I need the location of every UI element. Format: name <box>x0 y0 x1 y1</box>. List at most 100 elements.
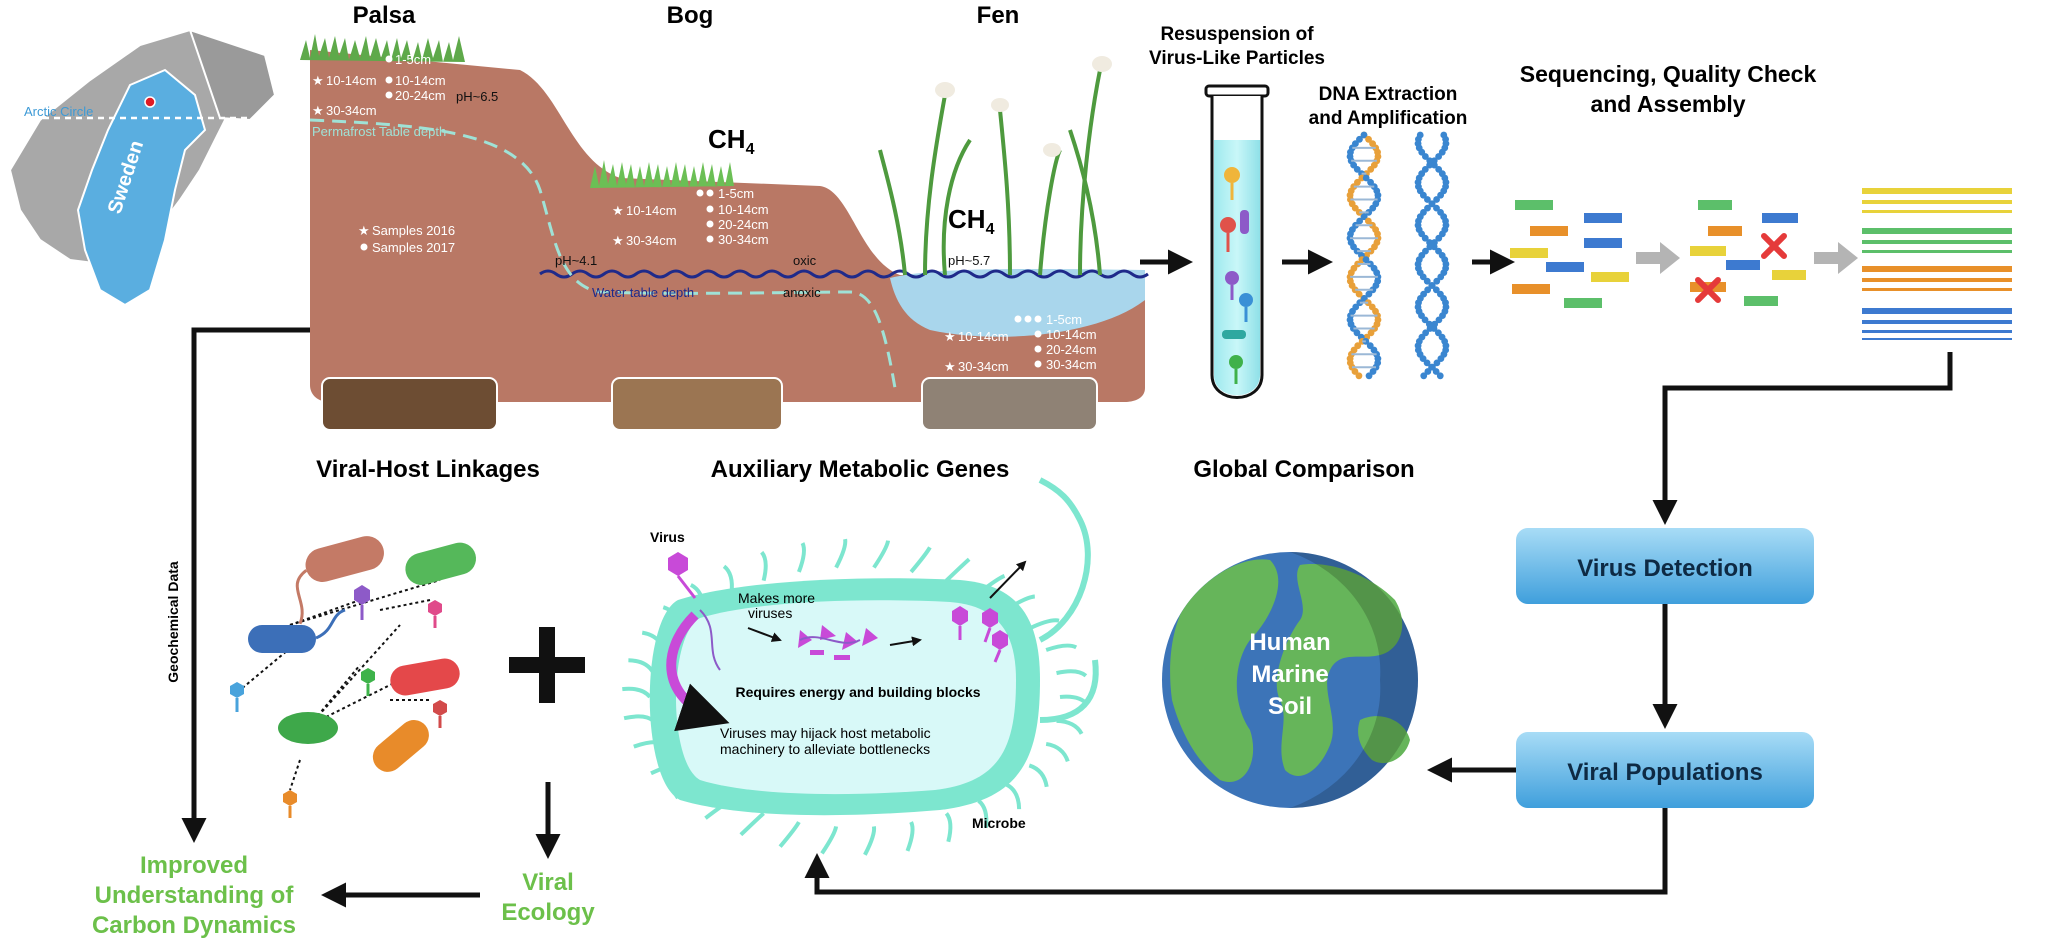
entering-virus-icon <box>668 552 697 599</box>
svg-text:CH4: CH4 <box>948 204 995 238</box>
dna-helix-icon <box>1346 131 1450 380</box>
svg-text:Samples 2017: Samples 2017 <box>372 240 455 255</box>
sequencing-title-1: Sequencing, Quality Check <box>1520 61 1817 87</box>
globe-human: Human <box>1249 629 1330 656</box>
arctic-circle-label: Arctic Circle <box>24 104 93 119</box>
virus-detection-box: Virus Detection <box>1516 528 1814 604</box>
bacterium-green-icon <box>405 542 477 585</box>
test-tube <box>1204 84 1270 399</box>
improved-1: Improved <box>140 852 248 879</box>
resuspension-title-2: Virus-Like Particles <box>1149 48 1325 69</box>
svg-text:Samples 2016: Samples 2016 <box>372 223 455 238</box>
water-wave <box>539 269 1149 279</box>
assembled-contigs-icon <box>1862 188 2012 340</box>
bog-ph: pH~4.1 <box>555 253 597 268</box>
star-icon: ★ <box>612 233 624 248</box>
star-icon: ★ <box>358 223 370 238</box>
svg-text:30-34cm: 30-34cm <box>718 232 769 247</box>
flow-to-detection-arrow <box>1652 352 1953 525</box>
amg-title: Auxiliary Metabolic Genes <box>711 456 1010 483</box>
mature-arrow <box>889 636 922 647</box>
phage-icons <box>230 585 447 818</box>
hijack-arrow <box>666 611 730 732</box>
reject-x-icon <box>1695 277 1721 303</box>
fen-depth-labels: 1-5cm ★10-14cm 10-14cm 20-24cm ★30-34cm … <box>944 312 1097 374</box>
svg-text:20-24cm: 20-24cm <box>718 217 769 232</box>
svg-text:30-34cm: 30-34cm <box>1046 357 1097 372</box>
virus-particles-icon <box>1220 167 1253 384</box>
svg-text:1-5cm: 1-5cm <box>718 186 754 201</box>
svg-text:10-14cm: 10-14cm <box>1046 327 1097 342</box>
methane-fen: CH4 <box>948 204 995 238</box>
bacterium-green-small-icon <box>278 712 338 744</box>
svg-text:20-24cm: 20-24cm <box>1046 342 1097 357</box>
to-amg-arrow <box>804 808 1668 895</box>
svg-text:30-34cm: 30-34cm <box>326 103 377 118</box>
microbe-label: Microbe <box>972 815 1026 831</box>
gray-arrows <box>1636 242 1858 274</box>
globe-soil: Soil <box>1268 693 1312 720</box>
scandinavia-map: Arctic Circle Sweden <box>8 28 280 307</box>
bacterium-orange-icon <box>372 720 429 772</box>
assembly-arrow <box>747 627 782 642</box>
makes-label-2: viruses <box>748 605 792 621</box>
bog-depth-labels: 1-5cm ★10-14cm 10-14cm 20-24cm ★30-34cm … <box>612 186 769 248</box>
peatland-profile <box>300 34 1149 431</box>
bacterium-brown-icon <box>295 536 384 625</box>
reject-x-icon <box>1761 233 1787 259</box>
methane-bog: CH4 <box>708 124 755 158</box>
requires-label: Requires energy and building blocks <box>735 684 980 700</box>
svg-text:30-34cm: 30-34cm <box>958 359 1009 374</box>
palsa-title: Palsa <box>353 2 416 29</box>
star-icon: ★ <box>312 103 324 118</box>
sequence-reads-icon <box>1510 200 1629 308</box>
water-table-label: Water table depth <box>592 285 694 300</box>
resuspension-title-1: Resuspension of <box>1160 24 1314 45</box>
bacterium-blue-icon <box>248 608 346 653</box>
bacterium-red-icon <box>390 658 460 696</box>
anoxic-label: anoxic <box>783 285 821 300</box>
svg-text:10-14cm: 10-14cm <box>326 73 377 88</box>
star-icon: ★ <box>312 73 324 88</box>
svg-text:10-14cm: 10-14cm <box>718 202 769 217</box>
viral-populations-box: Viral Populations <box>1516 732 1814 808</box>
svg-text:30-34cm: 30-34cm <box>626 233 677 248</box>
globe-marine: Marine <box>1251 661 1328 688</box>
geochem-arrow <box>181 327 310 843</box>
star-icon: ★ <box>612 203 624 218</box>
palsa-depth-labels: 1-5cm ★10-14cm 10-14cm 20-24cm ★30-34cm <box>312 52 446 118</box>
improved-3: Carbon Dynamics <box>92 912 296 939</box>
sweden-shape <box>76 68 207 307</box>
geochem-label: Geochemical Data <box>165 561 181 683</box>
viral-ecology-2: Ecology <box>501 899 595 926</box>
permafrost-label: Permafrost Table depth <box>312 124 446 139</box>
globe-icon: Human Marine Soil <box>1162 552 1418 808</box>
microbe-cell <box>622 477 1099 856</box>
star-icon: ★ <box>944 359 956 374</box>
fen-title: Fen <box>977 2 1020 29</box>
fen-ph: pH~5.7 <box>948 253 990 268</box>
virus-fragments-icon <box>798 625 878 660</box>
viral-host-title: Viral-Host Linkages <box>316 456 540 483</box>
fen-water <box>890 268 1145 337</box>
dna-title-2: and Amplification <box>1309 108 1468 129</box>
svg-text:Viral Populations: Viral Populations <box>1567 759 1763 786</box>
global-title: Global Comparison <box>1193 456 1414 483</box>
hijack-label-2: machinery to alleviate bottlenecks <box>720 741 930 757</box>
makes-label-1: Makes more <box>738 590 815 606</box>
plus-icon <box>509 627 585 703</box>
star-icon: ★ <box>944 329 956 344</box>
svg-text:10-14cm: 10-14cm <box>626 203 677 218</box>
release-arrow <box>989 560 1027 599</box>
oxic-label: oxic <box>793 253 817 268</box>
improved-2: Understanding of <box>95 882 295 909</box>
svg-text:CH4: CH4 <box>708 124 755 158</box>
hijack-label-1: Viruses may hijack host metabolic <box>720 725 931 741</box>
sample-legend: ★Samples 2016 Samples 2017 <box>358 223 455 255</box>
svg-text:Virus Detection: Virus Detection <box>1577 555 1753 582</box>
palsa-ph: pH~6.5 <box>456 89 498 104</box>
dna-title-1: DNA Extraction <box>1319 84 1458 105</box>
svg-text:10-14cm: 10-14cm <box>958 329 1009 344</box>
